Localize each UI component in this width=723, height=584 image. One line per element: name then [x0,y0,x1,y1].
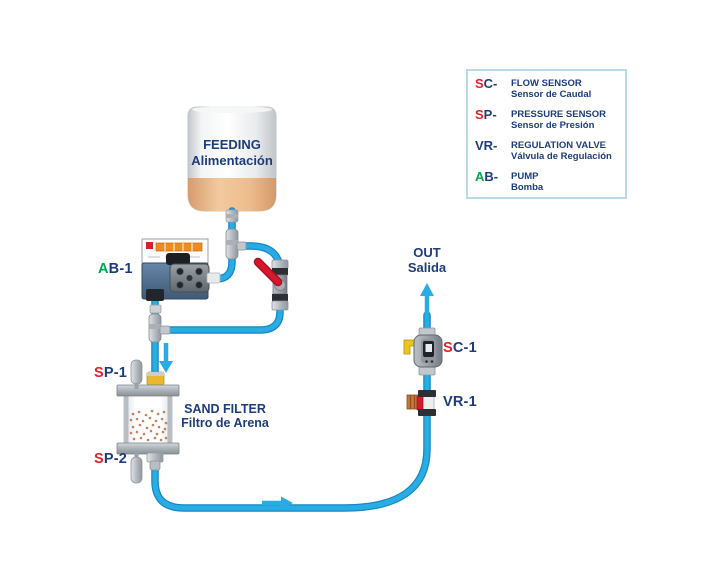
legend-ab-suffix: B- [484,169,499,184]
sc1-prefix: S [443,340,453,356]
filter-rod-right [167,394,172,444]
legend-sub-sp: Sensor de Presión [511,120,595,131]
feeding-subtitle: Alimentación [191,152,273,168]
tank-liquid [188,178,276,211]
legend-code-ab: AB- [468,169,511,184]
vr1-clamp-bottom [418,409,436,416]
tank-top-highlight [192,106,272,113]
vr1-red-knob [416,395,424,411]
legend-sc-suffix: C- [483,76,498,91]
sp1-prefix: S [94,365,104,381]
out-title: OUT [413,245,441,260]
sand-particles [129,409,168,442]
legend-code-sp: SP- [468,107,511,122]
legend-sub-vr: Válvula de Regulación [511,151,612,162]
pump-power-led [146,242,153,249]
pump-scale-ticks [164,243,193,251]
pump-outlet-fitting [146,289,164,301]
pump-line-fitting [149,304,162,314]
filter-outlet-nut [149,460,161,471]
ab1-suffix: B-1 [108,261,133,277]
sc1-dot-right [430,360,434,363]
sp2-prefix: S [94,451,104,467]
sp1-probe [130,359,143,389]
regulation-valve-vr1 [406,390,436,416]
legend-title-ab: PUMP [511,171,539,182]
pipe-filter-to-out-core [152,312,430,511]
sc1-yellow-tab [403,339,416,355]
sp1-suffix: P-1 [103,365,128,381]
legend-sub-sc: Sensor de Caudal [511,89,592,100]
legend-sp-prefix: S [475,107,484,122]
pump-head-bolts [176,267,203,289]
flow-arrow-up [420,283,434,314]
sc1-dot-left [425,360,428,363]
pump-top-knob [166,253,190,265]
sp2-suffix: P-2 [103,451,128,467]
outlet-label: OUT Salida [397,245,457,275]
legend-row-flow-sensor: SC- FLOW SENSOR Sensor de Caudal [468,76,625,100]
pump-head-port [186,275,193,281]
ball-valve [253,257,289,311]
sensor-tag-sc1: SC-1 [443,340,477,356]
valve-handle-core [255,259,281,285]
ab1-prefix: A [98,261,109,277]
legend-sc-prefix: S [475,76,484,91]
pump-inlet-fitting [206,272,221,284]
sc1-suffix: C-1 [452,340,477,356]
filter-top-flange [116,384,180,397]
sensor-tag-sp2: SP-2 [94,451,127,467]
feeding-title: FEEDING [203,137,261,152]
legend-row-regulation-valve: VR- REGULATION VALVE Válvula de Regulaci… [468,138,625,162]
pump-ab1 [141,238,221,301]
vr1-copper-part [406,394,419,410]
legend-row-pump: AB- PUMP Bomba [468,169,625,193]
filter-inlet-cap [147,372,164,376]
feeding-tank-label: FEEDING Alimentación [188,137,276,168]
legend-code-sc: SC- [468,76,511,91]
filter-subtitle: Filtro de Arena [181,416,269,430]
valve-tag-vr1: VR-1 [443,394,477,410]
legend-sub-ab: Bomba [511,182,544,193]
flow-arrow-right [262,496,293,510]
legend-title-vr: REGULATION VALVE [511,140,606,151]
legend-text-ab: PUMP Bomba [511,171,625,193]
vr1-clamp-top [418,390,436,397]
legend-title-sc: FLOW SENSOR [511,78,582,89]
legend-vr-prefix: VR- [475,138,498,153]
legend-box: SC- FLOW SENSOR Sensor de Caudal SP- PRE… [466,69,627,199]
flow-sensor-sc1 [403,327,443,376]
sand-filter-label: SAND FILTER Filtro de Arena [163,402,287,430]
legend-text-sp: PRESSURE SENSOR Sensor de Presión [511,109,625,131]
tee-fitting-upper [225,228,247,260]
legend-ab-prefix: A [475,169,485,184]
sp2-probe [130,452,143,484]
tank-outlet-fitting [225,209,239,223]
pump-scale-bar [155,242,203,252]
out-subtitle: Salida [407,260,447,275]
tee-fitting-lower [148,313,171,343]
pump-tag-ab1: AB-1 [98,261,133,277]
sc1-screen [425,344,432,352]
flow-arrow-down [159,343,173,373]
filter-rod-left [124,394,129,444]
filter-title: SAND FILTER [184,402,266,416]
legend-title-sp: PRESSURE SENSOR [511,109,607,120]
sensor-tag-sp1: SP-1 [94,365,127,381]
legend-text-vr: REGULATION VALVE Válvula de Regulación [511,140,625,162]
vr1-prefix: VR-1 [443,394,477,410]
sand-filter [116,371,180,471]
legend-row-pressure-sensor: SP- PRESSURE SENSOR Sensor de Presión [468,107,625,131]
legend-sp-suffix: P- [483,107,497,122]
feeding-tank [187,106,277,212]
legend-text-sc: FLOW SENSOR Sensor de Caudal [511,78,625,100]
legend-code-vr: VR- [468,138,511,153]
